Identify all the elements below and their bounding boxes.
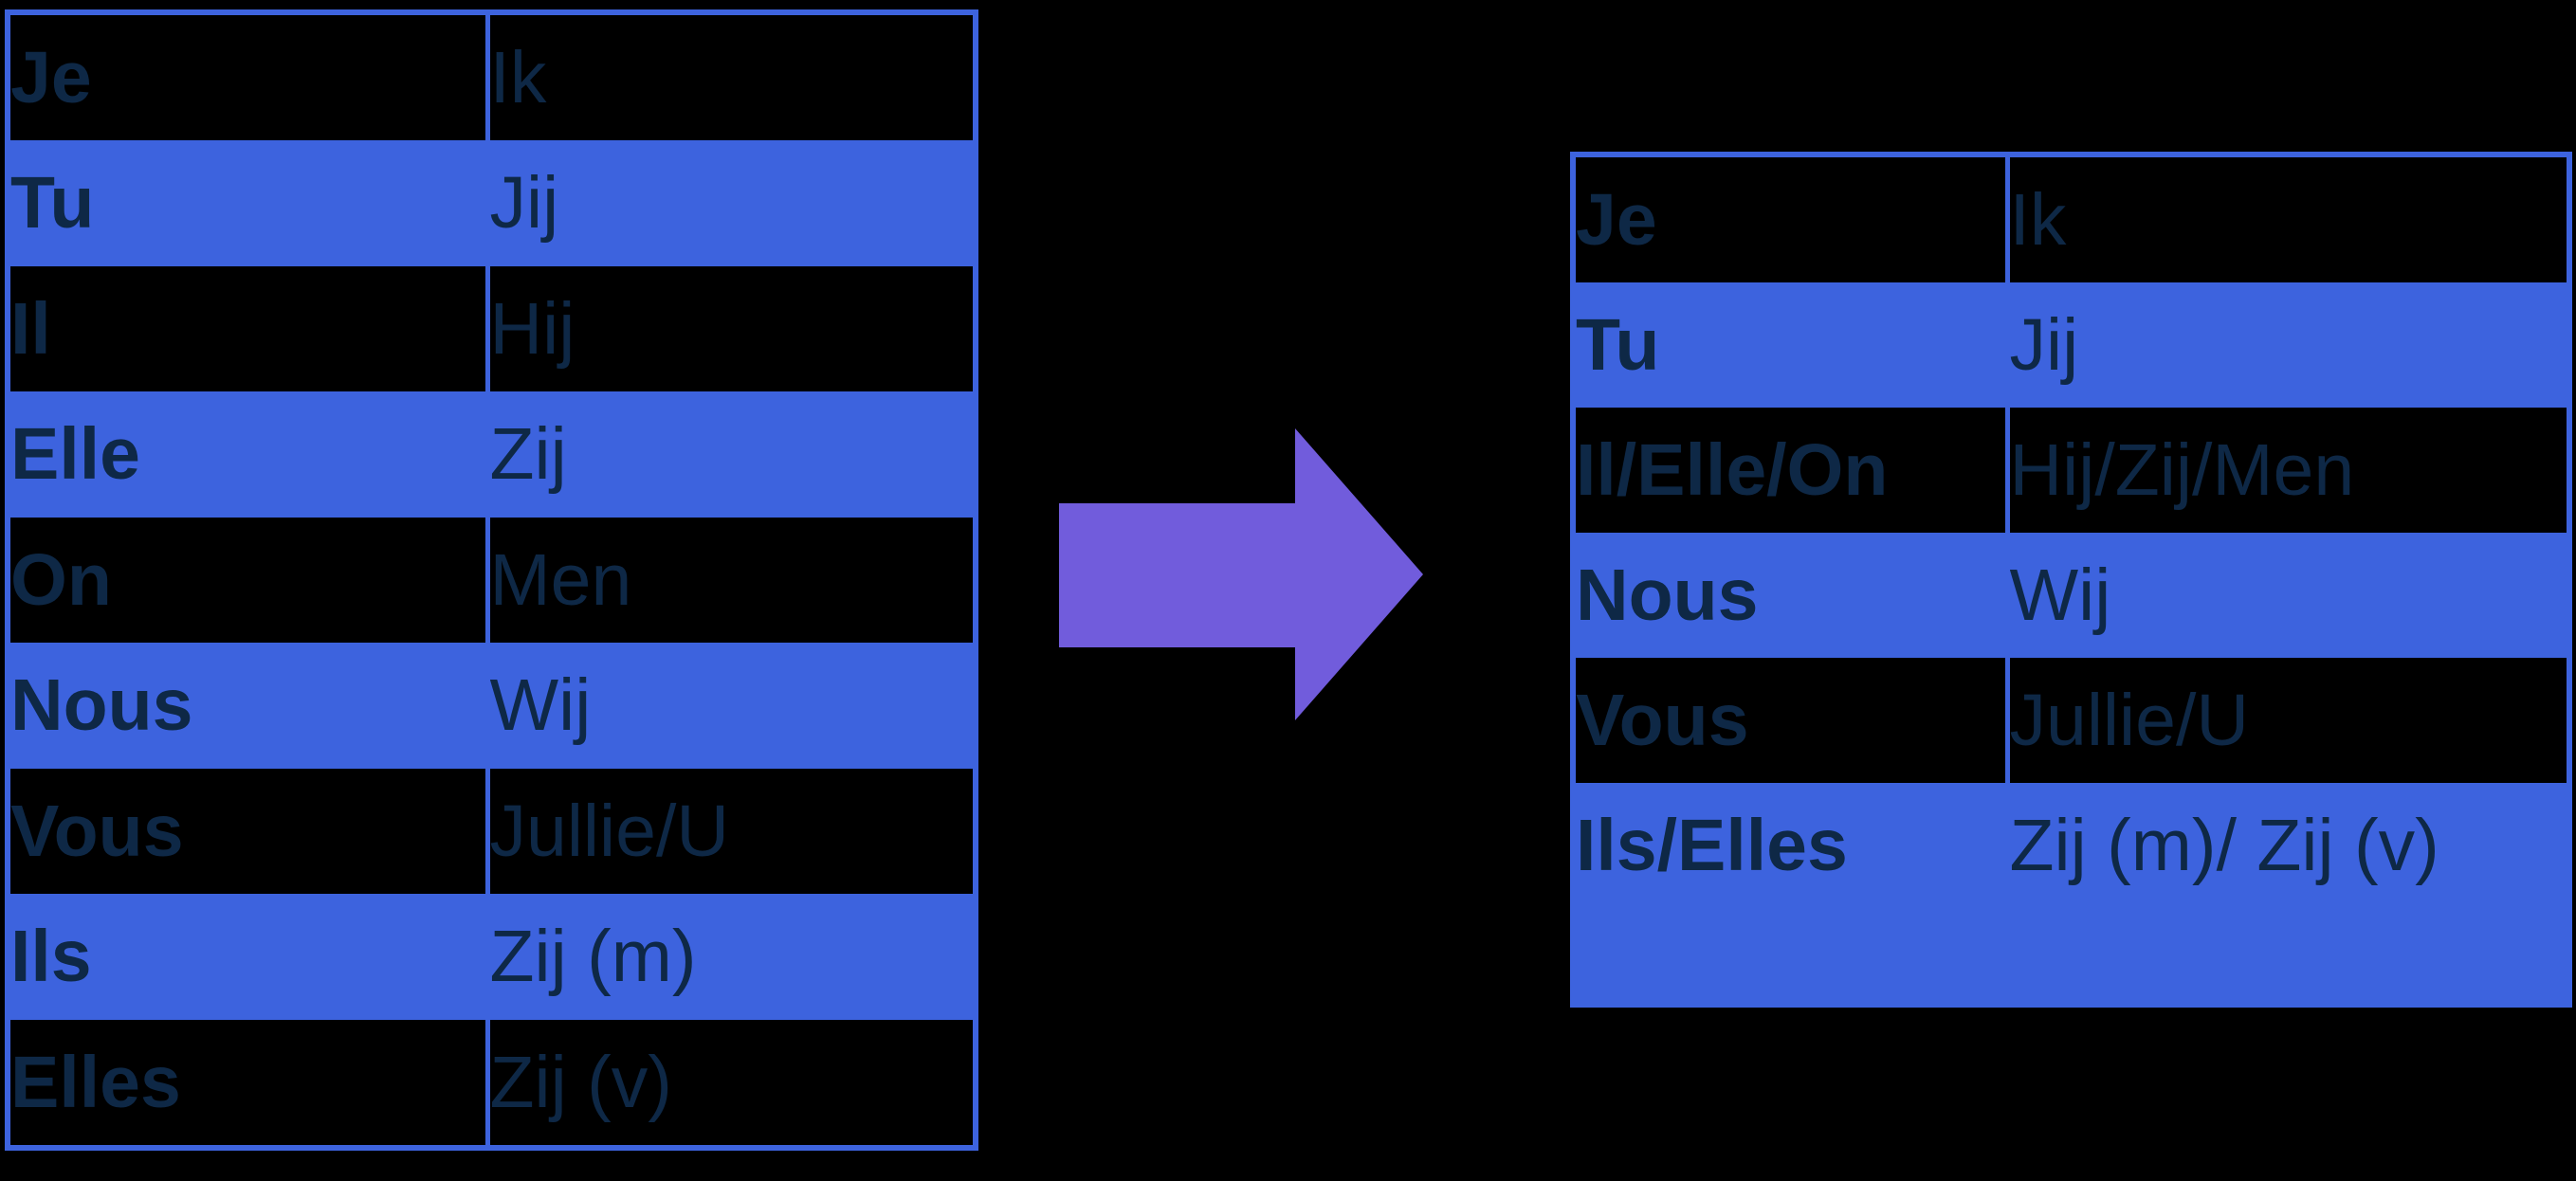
table-row: Elles Zij (v): [8, 1019, 976, 1148]
table-row: Je Ik: [8, 12, 976, 141]
dutch-cell: Jij: [489, 162, 559, 245]
dutch-cell: Hij/Zij/Men: [2009, 429, 2355, 511]
pronoun-table-condensed: Je Ik Tu Jij Il/Elle/On Hij/Zij/Men Nous…: [1570, 152, 2572, 1008]
dutch-cell: Hij: [489, 287, 575, 370]
french-cell: Ils: [8, 894, 490, 1020]
table-row: Nous Wij: [1573, 533, 2569, 658]
table-row: Il Hij: [8, 265, 976, 392]
pronoun-table-expanded: Je Ik Tu Jij Il Hij Elle Zij On Men Nous…: [5, 9, 978, 1151]
french-cell: Ils/Elles: [1573, 783, 2010, 1005]
french-cell: Il: [8, 265, 490, 392]
dutch-cell: Zij: [489, 413, 567, 496]
table-row: Il/Elle/On Hij/Zij/Men: [1573, 408, 2569, 533]
dutch-cell: Ik: [2009, 179, 2067, 261]
french-cell: On: [8, 517, 490, 644]
french-cell: Nous: [1573, 533, 2010, 658]
french-cell: Je: [8, 12, 490, 141]
table-row: On Men: [8, 517, 976, 644]
table-row: Ils Zij (m): [8, 894, 976, 1020]
transform-arrow: [1059, 428, 1423, 720]
dutch-cell: Zij (m): [489, 916, 697, 998]
table-row: Je Ik: [1573, 154, 2569, 282]
dutch-cell: Jij: [2009, 304, 2079, 386]
arrow-right-icon: [1059, 428, 1423, 720]
table-row: Ils/Elles Zij (m)/ Zij (v): [1573, 783, 2569, 1005]
table-row: Tu Jij: [8, 140, 976, 266]
french-cell: Je: [1573, 154, 2010, 282]
table-row: Nous Wij: [8, 643, 976, 769]
dutch-cell: Zij (m)/ Zij (v): [2009, 805, 2439, 886]
french-cell: Tu: [1573, 282, 2010, 408]
french-cell: Tu: [8, 140, 490, 266]
french-cell: Elles: [8, 1019, 490, 1148]
table-row: Tu Jij: [1573, 282, 2569, 408]
dutch-cell: Ik: [489, 37, 547, 118]
dutch-cell: Jullie/U: [2009, 680, 2249, 761]
table-row: Vous Jullie/U: [8, 768, 976, 895]
table-row: Elle Zij: [8, 391, 976, 518]
dutch-cell: Men: [489, 538, 632, 621]
table-row: Vous Jullie/U: [1573, 658, 2569, 783]
french-cell: Vous: [8, 768, 490, 895]
french-cell: Il/Elle/On: [1573, 408, 2010, 533]
french-cell: Vous: [1573, 658, 2010, 783]
dutch-cell: Wij: [2009, 554, 2111, 636]
french-cell: Nous: [8, 643, 490, 769]
dutch-cell: Jullie/U: [489, 790, 729, 872]
french-cell: Elle: [8, 391, 490, 518]
dutch-cell: Wij: [489, 664, 592, 747]
dutch-cell: Zij (v): [489, 1041, 672, 1123]
